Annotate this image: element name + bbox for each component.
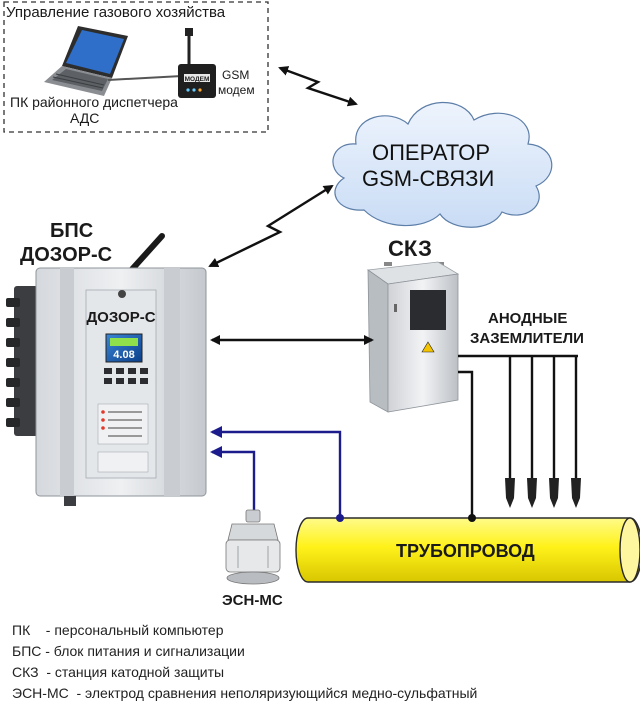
skz-label: СКЗ — [388, 236, 432, 261]
gsm-modem-icon: МОДЕМ — [178, 28, 216, 98]
bps-keypad — [104, 368, 148, 384]
modem-text: МОДЕМ — [185, 76, 210, 83]
bps-label-line2: ДОЗОР-С — [20, 244, 113, 266]
bps-device-name: ДОЗОР-С — [86, 309, 155, 326]
gsm-link-modem-cloud — [278, 66, 358, 107]
cloud-label-line2: GSM-СВЯЗИ — [362, 166, 495, 191]
wire-bps-electrode — [210, 446, 256, 516]
dispatch-box-frame — [3, 1, 269, 133]
anode-electrodes — [505, 478, 581, 508]
legend-item-bps: БПС - блок питания и сигнализации — [12, 643, 245, 659]
cloud-label-line1: ОПЕРАТОР — [372, 140, 490, 165]
pipe-label: ТРУБОПРОВОД — [396, 541, 535, 561]
pc-label-line2: АДС — [70, 110, 100, 126]
esn-ms-electrode — [225, 509, 281, 585]
skz-cabinet — [366, 261, 460, 413]
pipeline — [295, 517, 640, 583]
legend-item-pc: ПК - персональный компьютер — [12, 622, 224, 638]
bps-display-value: 4.08 — [113, 349, 134, 361]
wire-bps-pipe — [210, 426, 342, 518]
dispatch-box-title: Управление газового хозяйства — [6, 4, 226, 21]
electrode-label: ЭСН-МС — [222, 592, 283, 609]
legend-item-skz: СКЗ - станция катодной защиты — [12, 664, 225, 680]
legend-item-esn: ЭСН-МС - электрод сравнения неполяризующ… — [12, 685, 478, 701]
anodes-label-line2: ЗАЗЕМЛИТЕЛИ — [470, 330, 584, 347]
pc-label-line1: ПК районного диспетчера — [10, 94, 178, 110]
anode-groundings — [458, 354, 578, 480]
laptop-icon — [44, 26, 128, 96]
bps-label-line1: БПС — [50, 220, 94, 242]
gsm-link-cloud-bps — [208, 184, 334, 268]
bps-device: ДОЗОР-С 4.08 — [6, 267, 207, 506]
modem-label-line1: GSM — [222, 68, 250, 82]
modem-label-line2: модем — [218, 83, 255, 97]
gsm-operator-cloud — [332, 101, 553, 228]
wire-skz-pipe — [458, 370, 474, 518]
anodes-label-line1: АНОДНЫЕ — [488, 310, 568, 327]
